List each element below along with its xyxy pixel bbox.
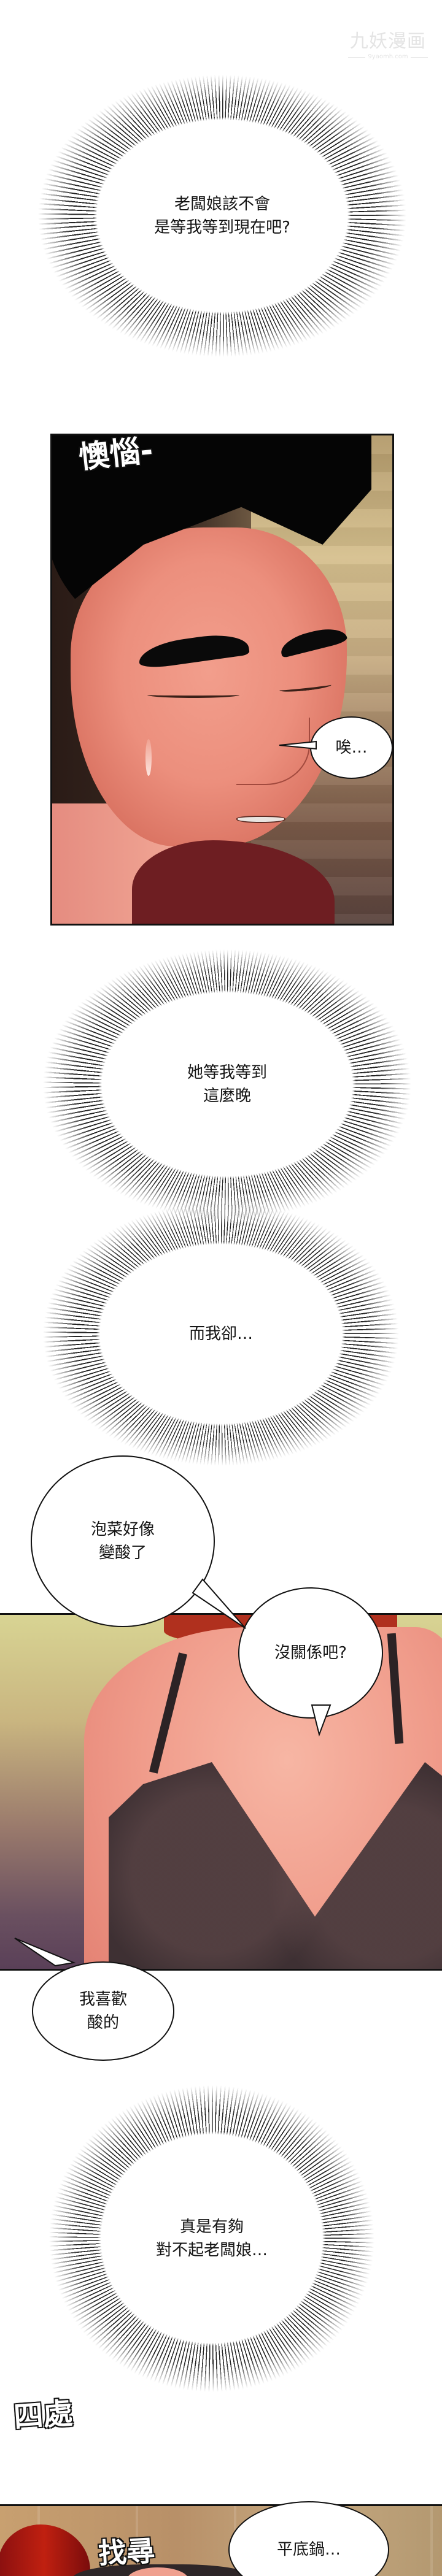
panel-woman-torso [0,1613,442,1971]
speech-text: 平底鍋… [276,2540,341,2559]
watermark: 九妖漫画 9yaomh.com [339,31,437,61]
speech-tail-sigh [279,740,317,750]
speech-bubble-kimchi: 泡菜好像 變酸了 [31,1455,215,1627]
thought-burst-1: 老闆娘該不會 是等我等到現在吧? [38,75,406,357]
panel-man-face [50,434,394,926]
mouth [236,816,285,823]
sfx-annoyed: 懊惱- [77,426,155,477]
thought-burst-3: 而我卻… [43,1202,399,1466]
sweat-drop [145,739,152,776]
speech-tail-kimchi [192,1578,246,1629]
speech-bubble-sigh: 唉… [310,716,393,779]
burst-rays [43,949,411,1219]
thought-text: 而我卻… [188,1325,253,1343]
watermark-title: 九妖漫画 [350,31,426,52]
eye-closed-left [147,692,239,698]
speech-text: 唉… [335,738,368,757]
speech-bubble-like-sour: 我喜歡 酸的 [32,1961,174,2061]
watermark-url: 9yaomh.com [339,53,437,61]
thought-text: 她等我等到 這麼晚 [187,1064,267,1105]
speech-tail-like-sour [14,1938,76,1967]
speech-text: 沒關係吧? [274,1644,347,1662]
sfx-search-text: 找尋 [97,2534,157,2571]
speech-text: 我喜歡 酸的 [79,1990,127,2032]
speech-bubble-okay: 沒關係吧? [238,1587,383,1719]
speech-bubble-pan: 平底鍋… [228,2501,389,2576]
sfx-annoyed-text: 懊惱 [77,433,143,476]
face [71,527,347,846]
thought-burst-2: 她等我等到 這麼晚 [43,949,411,1219]
burst-rays [38,75,406,357]
sfx-everywhere: 四處 [12,2389,75,2436]
skin [127,2567,188,2576]
sfx-everywhere-text: 四處 [12,2396,75,2436]
thought-text: 真是有夠 對不起老闆娘… [155,2218,268,2260]
thought-burst-4: 真是有夠 對不起老闆娘… [49,2085,374,2392]
sfx-search: 找尋 [97,2529,157,2572]
burst-rays [43,1202,399,1466]
speech-text: 泡菜好像 變酸了 [90,1520,155,1562]
speech-tail-okay [311,1704,332,1737]
thought-text: 老闆娘該不會 是等我等到現在吧? [154,195,290,237]
burst-rays [49,2085,374,2392]
